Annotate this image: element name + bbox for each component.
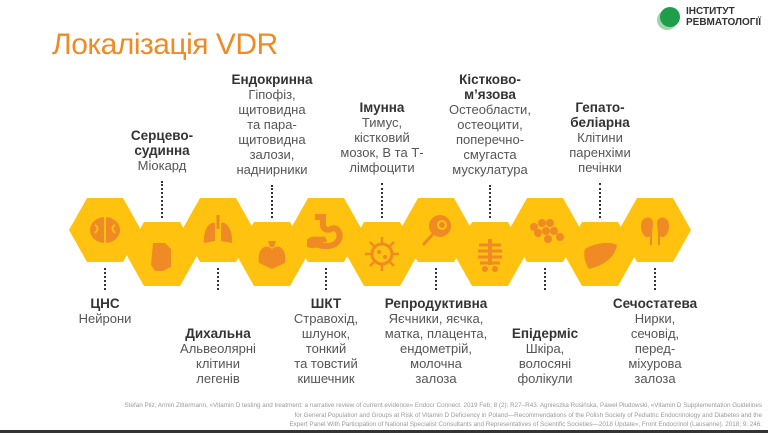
system-desc: та товстий: [294, 356, 358, 371]
system-name: судинна: [134, 143, 190, 158]
connector-line: [435, 268, 437, 290]
system-desc: молочна: [410, 356, 462, 371]
system-desc: фолікули: [517, 371, 573, 386]
system-desc: кишечник: [297, 371, 355, 386]
slide-title: Локалізація VDR: [52, 28, 278, 61]
system-desc: легенів: [196, 371, 240, 386]
system-desc: залози,: [249, 147, 295, 162]
bottom-divider: [0, 430, 768, 433]
system-desc: клітини: [196, 356, 240, 371]
connector-line: [544, 268, 546, 290]
stomach-icon: [307, 214, 343, 249]
system-desc: лімфоцити: [349, 160, 415, 175]
system-name: Імунна: [359, 100, 405, 115]
system-name: Сечостатева: [612, 296, 698, 311]
system-desc: печінки: [578, 160, 622, 175]
system-desc: Яєчники, яєчка,: [388, 311, 484, 326]
system-desc: ендометрій,: [400, 341, 472, 356]
system-desc: Тимус,: [361, 115, 403, 130]
system-desc: шлунок,: [301, 326, 351, 341]
connector-line: [161, 181, 163, 218]
hex-skin-cells: [509, 198, 581, 262]
liver-icon: [584, 242, 617, 269]
system-name: Ендокринна: [231, 72, 313, 87]
lungs-icon: [203, 215, 233, 243]
brain-icon: [90, 217, 120, 243]
hex-brain: [69, 198, 141, 262]
system-name: м’язова: [464, 87, 516, 102]
connector-line: [381, 183, 383, 218]
system-desc: Гіпофіз,: [248, 87, 296, 102]
system-desc: матка, плацента,: [384, 326, 488, 341]
hex-kidneys: [619, 198, 691, 262]
heart-icon: [151, 243, 171, 271]
system-name: Епідерміс: [511, 326, 579, 341]
connector-line: [654, 268, 656, 290]
connector-line: [271, 185, 273, 218]
system-desc: щитовидна: [238, 102, 306, 117]
logo-icon: [660, 7, 680, 27]
system-desc: смугаста: [463, 147, 517, 162]
sperm-egg-icon: [421, 215, 451, 247]
system-name: ШКТ: [310, 296, 342, 311]
references: Stefan Pilz, Armin Zittermann, «Vitamin …: [124, 402, 762, 428]
kidneys-icon: [640, 217, 670, 245]
system-desc: остеоцити,: [457, 117, 523, 132]
system-desc: Остеобласти,: [449, 102, 531, 117]
system-desc: Альвеолярні: [180, 341, 256, 356]
connector-line: [489, 185, 491, 218]
system-desc: мускулатура: [452, 162, 528, 177]
system-name: Дихальна: [185, 326, 251, 341]
system-name: Серцево-: [130, 128, 194, 143]
system-desc: Клітини: [577, 130, 623, 145]
system-name: Репродуктивна: [384, 296, 488, 311]
thyroid-icon: [258, 241, 286, 269]
system-desc: Нирки,: [634, 311, 676, 326]
system-name: ЦНС: [90, 296, 120, 311]
system-desc: кістковий: [354, 130, 410, 145]
system-desc: наднирники: [236, 162, 308, 177]
system-desc: перед-: [634, 341, 676, 356]
system-desc: міхурова: [628, 356, 682, 371]
system-desc: волосяні: [518, 356, 572, 371]
system-desc: Нейрони: [78, 311, 132, 326]
system-desc: мозок, В та Т-: [340, 145, 424, 160]
system-desc: щитовидна: [238, 132, 306, 147]
system-name: Кістково-: [459, 72, 521, 87]
connector-line: [104, 268, 106, 290]
system-desc: Шкіра,: [525, 341, 565, 356]
system-desc: Міокард: [137, 158, 187, 173]
system-desc: залоза: [634, 371, 676, 386]
system-desc: та пара-: [247, 117, 297, 132]
system-name: беліарна: [570, 115, 630, 130]
system-desc: сечовід,: [630, 326, 680, 341]
virus-icon: [365, 237, 399, 271]
system-name: Гепато-: [575, 100, 625, 115]
system-desc: Стравохід,: [293, 311, 359, 326]
skeleton-icon: [478, 239, 502, 272]
connector-line: [217, 268, 219, 290]
system-desc: паренхіми: [569, 145, 631, 160]
system-desc: поперечно-: [455, 132, 525, 147]
connector-line: [599, 183, 601, 218]
connector-line: [325, 268, 327, 290]
skin-cells-icon: [530, 219, 564, 243]
system-desc: залоза: [415, 371, 457, 386]
system-desc: тонкий: [305, 341, 347, 356]
